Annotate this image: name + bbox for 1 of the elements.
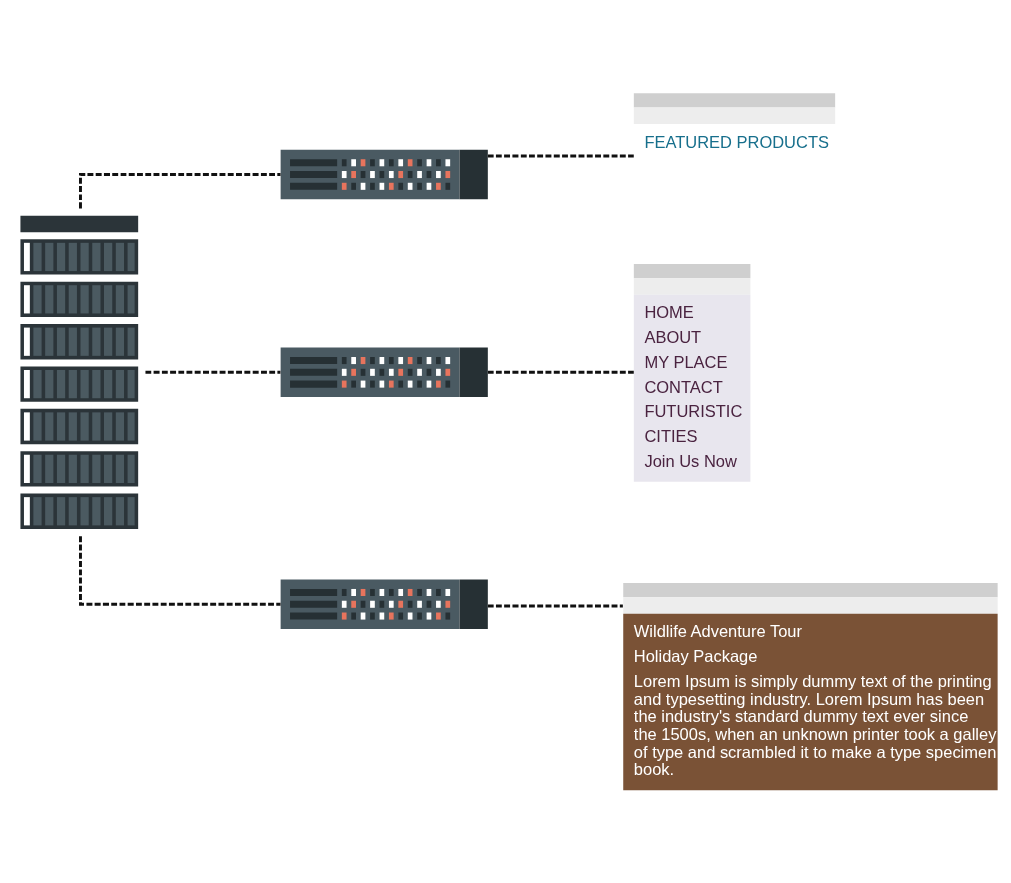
node-label: FEATURED PRODUCTS (644, 132, 829, 151)
